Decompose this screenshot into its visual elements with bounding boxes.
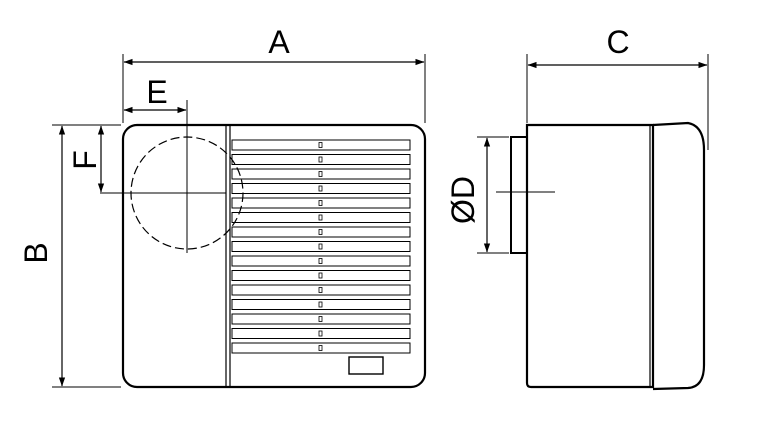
dimension-e: E [123,74,187,114]
dimension-f: F [67,124,121,193]
label-c: C [606,24,629,60]
label-b: B [18,242,54,263]
louver-clip [318,258,323,264]
side-body-outline [525,123,655,389]
louver-slat [231,241,411,252]
louver-clip [318,156,323,163]
label-d: ØD [445,176,481,224]
louver-clip [318,200,323,206]
louver-slat [231,183,411,194]
louver-slat [231,284,411,296]
dimension-b: B [18,124,121,388]
indicator-window [348,356,384,375]
louver-clip [318,301,323,308]
dimension-a: A [122,24,426,123]
louver-clip [318,185,323,192]
louver-clip [318,316,323,322]
louver-slat [231,255,411,267]
front-view [100,100,427,389]
louver-slat [231,270,411,281]
louver-clip [318,287,323,293]
label-a: A [268,24,290,60]
louver-slat [231,299,411,310]
louver-clip [318,171,323,177]
louver-slat [231,197,411,209]
louver-clip [318,243,323,250]
louver-slat [231,212,411,223]
louver-slat [231,168,411,180]
front-body-outline [121,123,427,389]
louver-slat [231,226,411,238]
louver-grille [231,139,411,354]
label-e: E [146,74,167,110]
louver-clip [318,229,323,235]
louver-slat [231,328,411,339]
side-view [496,121,706,391]
dimension-c: C [526,24,709,150]
side-front-cover [652,121,706,391]
louver-clip [318,214,323,221]
label-f: F [67,150,103,170]
louver-clip [318,142,323,148]
louver-slat [231,342,411,354]
louver-clip [318,345,323,351]
louver-clip [318,330,323,337]
dimension-d: ØD [445,136,509,254]
louver-slat [231,313,411,325]
louver-clip [318,272,323,279]
louver-slat [231,139,411,151]
duct-spigot [510,136,528,254]
